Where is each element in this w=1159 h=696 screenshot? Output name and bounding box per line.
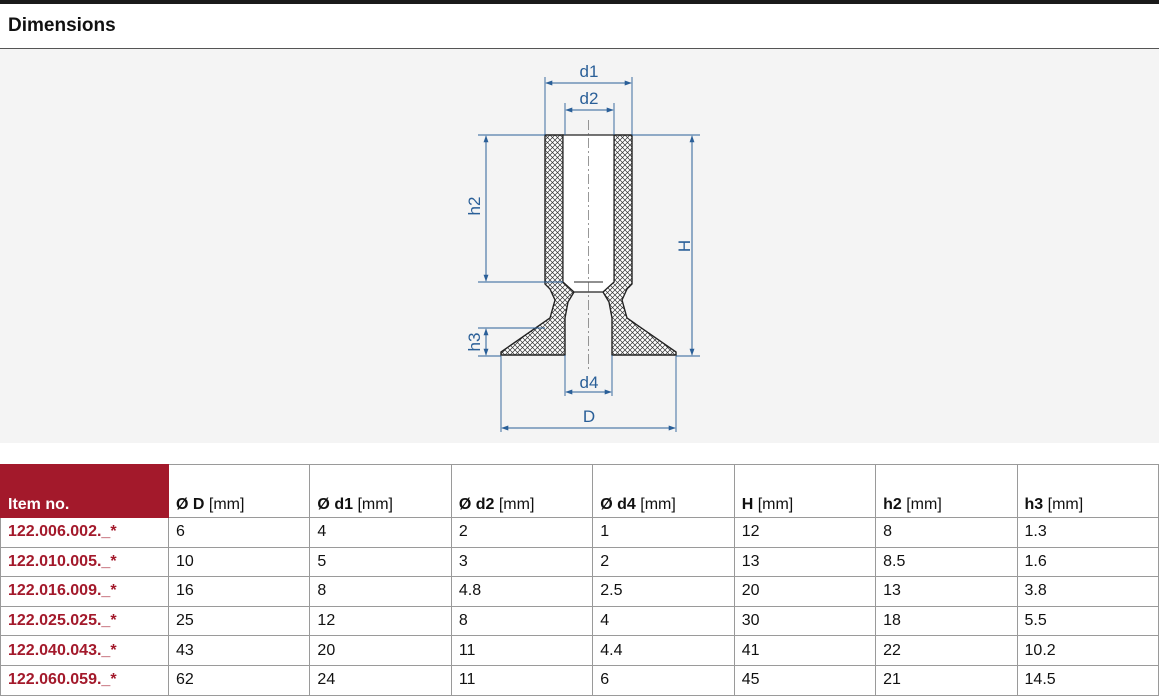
header-col-D: Ø D [mm]: [167, 464, 311, 518]
dimensions-table: Item no. Ø D [mm] Ø d1 [mm] Ø d2 [mm] Ø …: [0, 464, 1159, 696]
table-cell: 13: [733, 546, 877, 578]
item-no-cell: 122.010.005._*: [0, 546, 169, 578]
item-no-cell: 122.025.025._*: [0, 605, 169, 637]
dimension-drawing: d1 d2 h2 h3 H d4 D: [0, 49, 1159, 443]
table-cell: 4: [309, 517, 452, 548]
header-symbol: Ø d4: [600, 496, 636, 513]
table-cell: 6: [592, 664, 735, 696]
table-cell: 4.8: [450, 576, 594, 607]
label-d2: d2: [580, 89, 599, 108]
header-symbol: Ø d1: [317, 496, 353, 513]
table-cell: 62: [167, 664, 311, 696]
table-cell: 2.5: [592, 576, 735, 607]
section-title: Dimensions: [8, 15, 116, 36]
extension-lines: [478, 77, 700, 432]
label-h2: h2: [465, 197, 484, 216]
table-cell: 8: [450, 605, 594, 637]
table-cell: 8: [309, 576, 452, 607]
table-cell: 6: [167, 517, 311, 548]
title-rule: [0, 48, 1159, 49]
item-no-cell: 122.016.009._*: [0, 576, 169, 607]
table-cell: 22: [875, 635, 1018, 666]
header-unit: [mm]: [498, 496, 535, 513]
table-cell: 1.3: [1016, 517, 1159, 548]
table-row: 122.040.043._* 43 20 11 4.4 41 22 10.2: [0, 635, 1159, 666]
table-cell: 14.5: [1016, 664, 1159, 696]
table-cell: 30: [733, 605, 877, 637]
table-cell: 5: [309, 546, 452, 578]
header-symbol: H: [741, 496, 754, 513]
suction-cup-drawing-svg: d1 d2 h2 h3 H d4 D: [465, 62, 700, 432]
dimension-lines: [483, 80, 695, 431]
table-cell: 45: [733, 664, 877, 696]
table-cell: 1.6: [1016, 546, 1159, 578]
table-cell: 16: [167, 576, 311, 607]
table-cell: 12: [733, 517, 877, 548]
header-unit: [mm]: [640, 496, 676, 513]
table-cell: 4: [592, 605, 735, 637]
table-row: 122.016.009._* 16 8 4.8 2.5 20 13 3.8: [0, 576, 1159, 607]
table-cell: 5.5: [1016, 605, 1159, 637]
header-col-d1: Ø d1 [mm]: [309, 464, 452, 518]
table-cell: 8.5: [875, 546, 1018, 578]
table-cell: 10.2: [1016, 635, 1159, 666]
table-header-row: Item no. Ø D [mm] Ø d1 [mm] Ø d2 [mm] Ø …: [0, 464, 1159, 518]
table-row: 122.025.025._* 25 12 8 4 30 18 5.5: [0, 605, 1159, 637]
label-h3: h3: [465, 333, 484, 352]
table-cell: 20: [309, 635, 452, 666]
table-cell: 10: [167, 546, 311, 578]
header-unit: [mm]: [1047, 496, 1084, 513]
header-col-h3: h3 [mm]: [1016, 464, 1159, 518]
table-cell: 1: [592, 517, 735, 548]
header-symbol: h2: [883, 496, 902, 513]
header-unit: [mm]: [208, 496, 245, 513]
header-col-h2: h2 [mm]: [875, 464, 1018, 518]
table-cell: 11: [450, 635, 594, 666]
header-col-H: H [mm]: [733, 464, 877, 518]
item-no-cell: 122.006.002._*: [0, 517, 169, 548]
table-cell: 13: [875, 576, 1018, 607]
table-cell: 20: [733, 576, 877, 607]
table-cell: 4.4: [592, 635, 735, 666]
label-d4: d4: [580, 373, 599, 392]
table-cell: 12: [309, 605, 452, 637]
table-row: 122.010.005._* 10 5 3 2 13 8.5 1.6: [0, 546, 1159, 578]
header-symbol: Ø d2: [458, 496, 495, 513]
table-cell: 2: [450, 517, 594, 548]
table-cell: 21: [875, 664, 1018, 696]
table-cell: 2: [592, 546, 735, 578]
label-D: D: [583, 407, 595, 426]
header-col-d4: Ø d4 [mm]: [592, 464, 735, 518]
table-cell: 11: [450, 664, 594, 696]
label-d1: d1: [580, 62, 599, 81]
table-row: 122.060.059._* 62 24 11 6 45 21 14.5: [0, 664, 1159, 696]
header-col-d2: Ø d2 [mm]: [450, 464, 594, 518]
table-cell: 18: [875, 605, 1018, 637]
item-no-cell: 122.040.043._*: [0, 635, 169, 666]
table-cell: 25: [167, 605, 311, 637]
header-unit: [mm]: [357, 496, 393, 513]
header-unit: [mm]: [906, 496, 942, 513]
table-cell: 8: [875, 517, 1018, 548]
table-cell: 41: [733, 635, 877, 666]
header-symbol: Ø D: [176, 496, 205, 513]
header-symbol: h3: [1024, 496, 1044, 513]
table-row: 122.006.002._* 6 4 2 1 12 8 1.3: [0, 517, 1159, 548]
header-item-no: Item no.: [0, 464, 169, 518]
header-unit: [mm]: [757, 496, 794, 513]
top-rule: [0, 0, 1159, 4]
item-no-cell: 122.060.059._*: [0, 664, 169, 696]
table-cell: 3: [450, 546, 594, 578]
table-cell: 43: [167, 635, 311, 666]
label-H: H: [675, 240, 694, 252]
table-cell: 24: [309, 664, 452, 696]
table-cell: 3.8: [1016, 576, 1159, 607]
